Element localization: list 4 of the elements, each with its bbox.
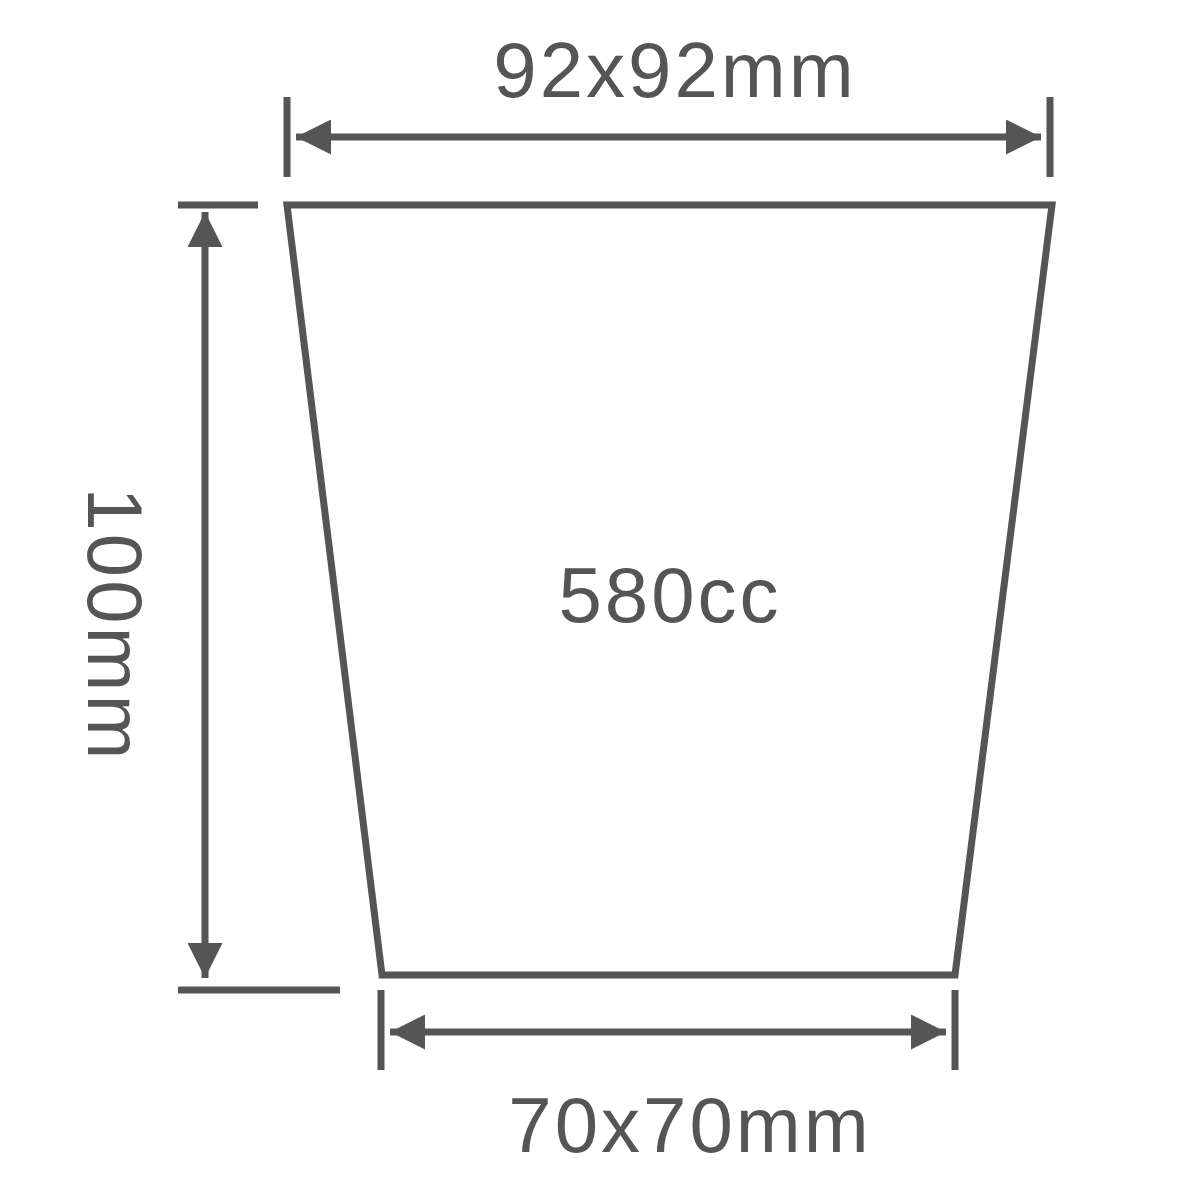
volume-label: 580cc bbox=[558, 556, 782, 634]
dimension-label: 92x92mm bbox=[493, 31, 857, 109]
dimension-label: 70x70mm bbox=[508, 1086, 872, 1164]
dimension-label: 100mm bbox=[76, 487, 154, 763]
